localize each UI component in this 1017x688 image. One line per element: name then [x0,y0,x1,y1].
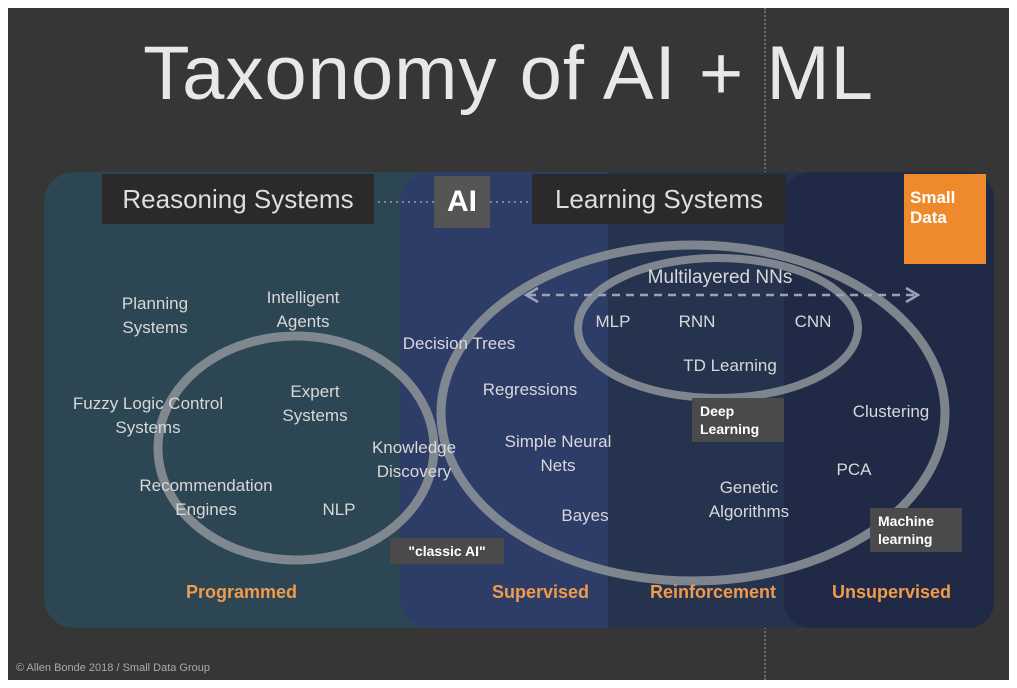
deep-learning-tag: Deep Learning [692,398,784,442]
reinforcement-label: Reinforcement [650,582,777,602]
small-data-logo: Small Data [904,174,986,264]
classic-ai-ellipse [153,331,439,565]
nlp-label: NLP [322,500,356,519]
cnn-label: CNN [794,312,832,331]
small-data-line1: Small [910,188,956,207]
rnn-label: RNN [678,312,716,331]
multilayered-nns-label: Multilayered NNs [647,267,793,288]
small-data-line2: Data [910,208,947,227]
classic-ai-tag: "classic AI" [390,538,504,564]
slide: Taxonomy of AI + ML Reasoning Systems AI… [8,8,1009,680]
copyright-text: © Allen Bonde 2018 / Small Data Group [16,662,210,674]
diagram-overlay [153,201,950,586]
supervised-label: Supervised [492,582,590,602]
reasoning-systems-header: Reasoning Systems [102,174,374,224]
learning-systems-header: Learning Systems [532,174,786,224]
ai-header: AI [434,176,490,228]
fuzzy-logic-label: Fuzzy Logic Control Systems [72,394,224,437]
regressions-label: Regressions [482,380,578,399]
expert-systems-label: Expert Systems [282,382,348,425]
programmed-label: Programmed [186,582,298,602]
td-learning-label: TD Learning [683,356,777,375]
arrow-head-right [905,286,921,304]
page-title: Taxonomy of AI + ML [143,31,874,116]
planning-systems-label: Planning Systems [121,294,189,337]
unsupervised-label: Unsupervised [832,582,952,602]
intelligent-agents-label: Intelligent Agents [266,288,340,331]
clustering-label: Clustering [852,402,930,421]
recommendation-engines-label: Recommendation Engines [139,476,273,519]
decision-trees-label: Decision Trees [402,334,516,353]
genetic-algorithms-label: Genetic Algorithms [708,478,790,521]
pca-label: PCA [836,460,872,479]
arrow-head-left [523,286,539,304]
knowledge-discovery-label: Knowledge Discovery [371,438,457,481]
machine-learning-ellipse [436,240,950,586]
machine-learning-tag: Machine learning [870,508,962,552]
mlp-label: MLP [595,312,631,331]
simple-neural-nets-label: Simple Neural Nets [504,432,612,475]
bayes-label: Bayes [561,506,609,525]
